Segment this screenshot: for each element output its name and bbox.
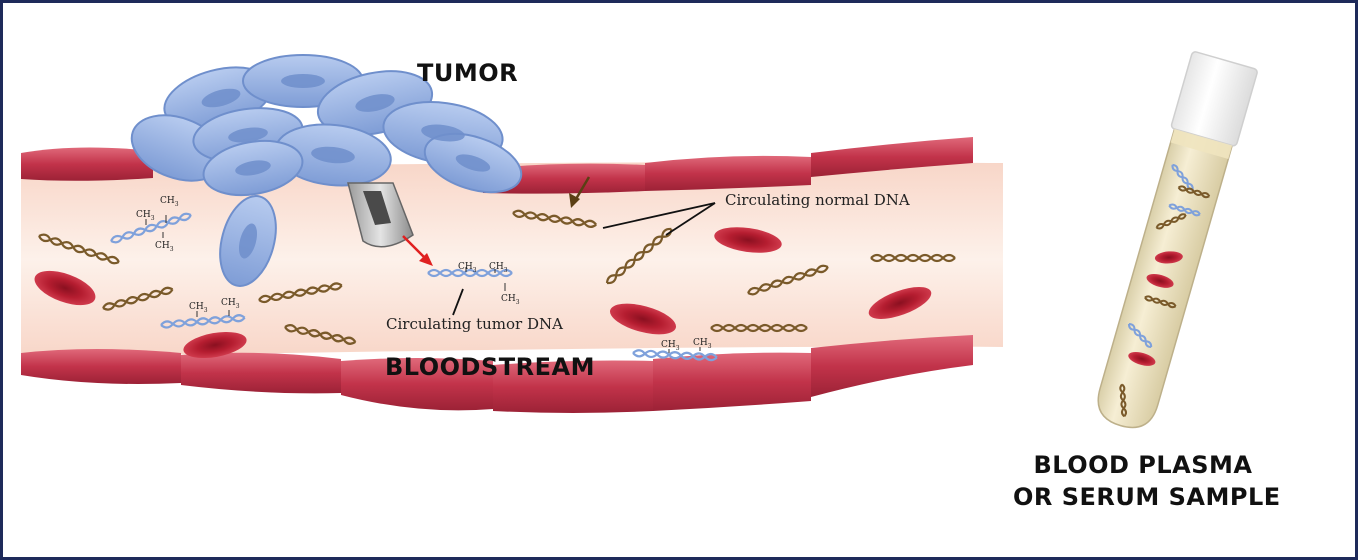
tumor-dna-fragments <box>110 212 718 362</box>
methyl-label: CH3 <box>136 210 155 222</box>
tumor-nuclei <box>201 74 491 259</box>
sample-label: BLOOD PLASMA OR SERUM SAMPLE <box>1013 449 1281 513</box>
tumor-release-arrow <box>402 235 433 266</box>
sample-label-line-1: BLOOD PLASMA <box>1033 451 1253 479</box>
sample-label-line-2: OR SERUM SAMPLE <box>1013 483 1281 511</box>
tumor-dna-label: Circulating tumor DNA <box>386 315 563 333</box>
methyl-labels: CH3 CH3 CH3 CH3 CH3 CH3 CH3 CH3 CH3 CH3 <box>136 196 712 352</box>
vessel-wall-top <box>21 137 973 194</box>
methyl-label: CH3 <box>221 298 240 310</box>
methyl-label: CH3 <box>189 302 208 314</box>
methyl-label: CH3 <box>458 262 477 274</box>
tumor-label: TUMOR <box>417 59 519 87</box>
methyl-label: CH3 <box>693 338 712 350</box>
vessel-wall-bottom <box>21 335 973 413</box>
shedding-blade <box>347 182 414 248</box>
methyl-ticks <box>145 215 701 353</box>
test-tube <box>1097 51 1258 429</box>
normal-dna-label: Circulating normal DNA <box>725 191 910 209</box>
methyl-label: CH3 <box>489 262 508 274</box>
methyl-label: CH3 <box>661 340 680 352</box>
methyl-label: CH3 <box>160 196 179 208</box>
methyl-label: CH3 <box>155 241 174 253</box>
red-blood-cells <box>34 227 932 359</box>
normal-dna-fragments <box>38 209 956 345</box>
bloodstream-illustration: CH3 CH3 CH3 CH3 CH3 CH3 CH3 CH3 CH3 CH3 <box>21 51 1258 429</box>
bloodstream-label: BLOODSTREAM <box>385 353 595 381</box>
normal-release-arrow <box>569 176 591 208</box>
leader-lines <box>452 202 716 316</box>
methyl-label: CH3 <box>501 294 520 306</box>
